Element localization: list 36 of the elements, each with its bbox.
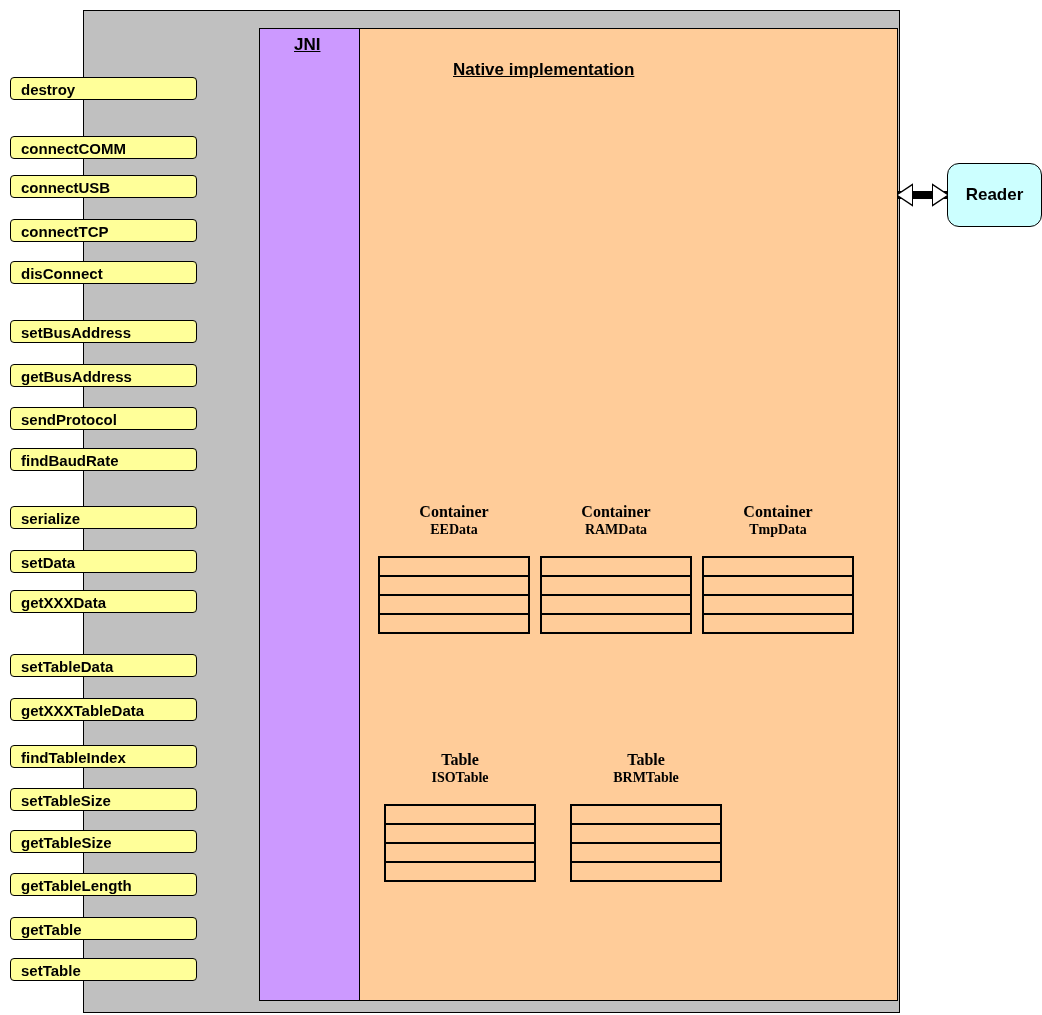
table-kind-label: Table — [440, 750, 480, 769]
native-implementation-panel — [359, 28, 898, 1001]
method-box: getTableLength — [10, 873, 197, 896]
jni-layer — [259, 28, 360, 1001]
method-box: connectTCP — [10, 219, 197, 242]
method-box: connectCOMM — [10, 136, 197, 159]
table-name-label: RAMData — [583, 521, 649, 538]
table-name-label: ISOTable — [430, 769, 490, 786]
table-name-label: TmpData — [748, 521, 808, 538]
table-kind-label: Table — [626, 750, 666, 769]
table-name-label: EEData — [429, 521, 479, 538]
method-box: connectUSB — [10, 175, 197, 198]
method-box: getBusAddress — [10, 364, 197, 387]
method-box: sendProtocol — [10, 407, 197, 430]
method-box: destroy — [10, 77, 197, 100]
table-kind-label: Container — [580, 502, 652, 521]
method-box: findTableIndex — [10, 745, 197, 768]
method-box: setData — [10, 550, 197, 573]
panel-title: Native implementation — [453, 60, 635, 80]
reader-box — [947, 163, 1042, 227]
method-box: setTableSize — [10, 788, 197, 811]
method-box: disConnect — [10, 261, 197, 284]
method-box: setBusAddress — [10, 320, 197, 343]
method-box: getTableSize — [10, 830, 197, 853]
table-kind-label: Container — [418, 502, 490, 521]
method-box: serialize — [10, 506, 197, 529]
table-kind-label: Container — [742, 502, 814, 521]
table-name-label: BRMTable — [612, 769, 680, 786]
method-box: getXXXTableData — [10, 698, 197, 721]
layer-title: JNI — [294, 35, 321, 55]
method-box: setTableData — [10, 654, 197, 677]
method-box: findBaudRate — [10, 448, 197, 471]
reader-label: Reader — [965, 185, 1024, 205]
method-box: getTable — [10, 917, 197, 940]
method-box: getXXXData — [10, 590, 197, 613]
method-box: setTable — [10, 958, 197, 981]
